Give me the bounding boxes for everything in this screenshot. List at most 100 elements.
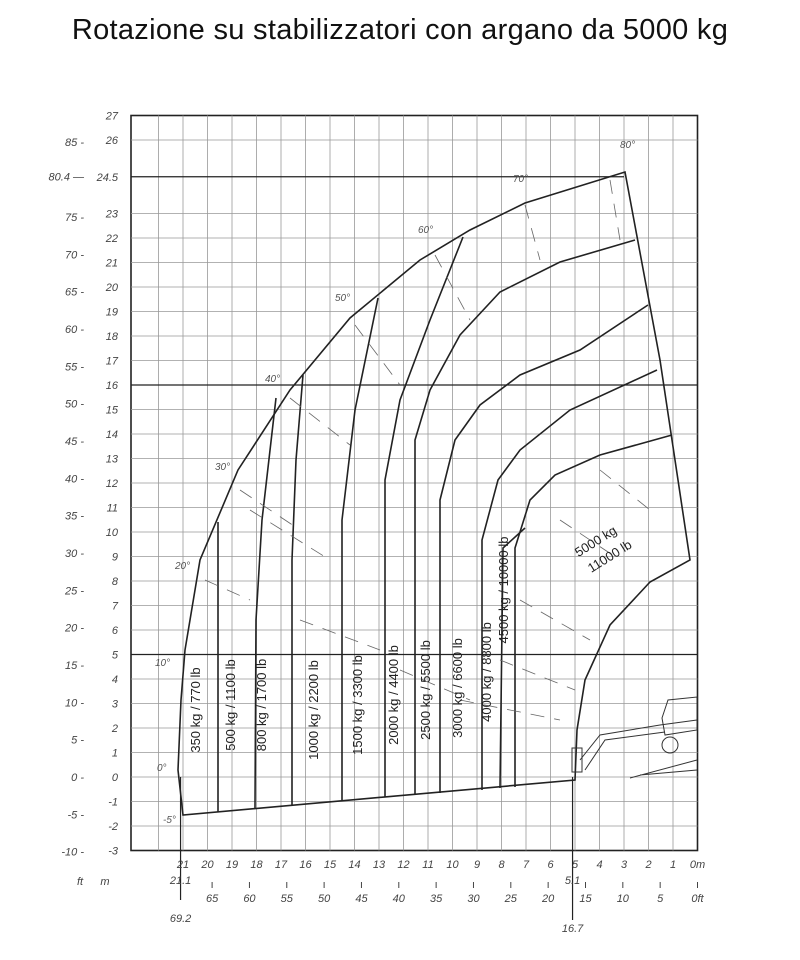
y-axis-ft-label: 75 - <box>65 212 84 224</box>
x-axis-m-label: 11 <box>422 859 433 871</box>
x-axis-ft-label: 65 <box>206 893 219 905</box>
y-axis-m-label: 26 <box>105 135 119 147</box>
y-axis-m-label: 16 <box>106 380 119 392</box>
angle-tick <box>354 324 401 386</box>
x-axis-m-label: 17 <box>275 859 288 871</box>
angle-tick <box>599 469 651 511</box>
y-axis-ft-label: 60 - <box>65 324 84 336</box>
angle-tick <box>399 669 471 701</box>
x-axis-m-label: 4 <box>596 859 602 871</box>
angle-tick <box>519 599 591 641</box>
y-axis-ft-label: 40 - <box>65 473 84 485</box>
y-axis-m-label: 24.5 <box>96 172 119 184</box>
y-axis-ft-label: 25 - <box>64 585 84 597</box>
y-axis-m-label: 4 <box>112 674 118 686</box>
y-axis-m-label: 14 <box>106 429 118 441</box>
x-axis-ft-label: 0ft <box>691 893 704 905</box>
angle-tick <box>559 519 621 561</box>
x-axis-m-label: 15 <box>324 859 337 871</box>
y-axis-ft-label: 15 - <box>65 660 84 672</box>
y-axis-ft-label: 50 - <box>65 399 84 411</box>
load-zone-label: 4500 kg / 10000 lb <box>496 537 511 644</box>
zone-line-2000 <box>384 236 464 797</box>
y-axis-ft-label: 45 - <box>65 436 84 448</box>
y-axis-m-label: 23 <box>105 209 119 221</box>
y-axis-m-label: 6 <box>112 625 119 637</box>
zone-line-3000 <box>439 304 649 793</box>
zone-line-2500 <box>414 239 636 795</box>
load-zone-label: 500 kg / 1100 lb <box>223 659 238 751</box>
y-axis-ft-label: 65 - <box>65 287 84 299</box>
load-zone-label: 350 kg / 770 lb <box>188 667 203 752</box>
angle-tick <box>289 397 351 446</box>
angle-tick <box>249 509 331 561</box>
y-axis-m-label: 17 <box>106 356 119 368</box>
min-reach-m: 5.1 <box>565 875 580 887</box>
x-axis-ft-label: 10 <box>617 893 630 905</box>
y-axis-m-label: 19 <box>106 307 118 319</box>
boom-angle-label: 80° <box>620 140 635 151</box>
y-axis-m-label: 8 <box>112 576 119 588</box>
zone-line-1500 <box>341 297 379 800</box>
angle-tick <box>524 204 541 261</box>
y-axis-m-label: 10 <box>106 527 119 539</box>
angle-tick <box>204 579 251 601</box>
boom-angle-label: 0° <box>157 763 167 774</box>
y-axis-m-label: 15 <box>106 405 119 417</box>
telehandler-icon <box>571 696 698 779</box>
x-axis-m-label: 1 <box>670 859 676 871</box>
load-zone-label: 2000 kg / 4400 lb <box>386 645 401 745</box>
x-axis-m-label: 10 <box>446 859 459 871</box>
y-axis-ft-label: -5 - <box>68 809 85 821</box>
angle-tick <box>239 489 301 531</box>
x-axis-ft-label: 5 <box>657 893 664 905</box>
x-axis-ft-label: 50 <box>318 893 331 905</box>
x-axis-m-label: 6 <box>547 859 554 871</box>
x-axis-m-label: 3 <box>621 859 628 871</box>
boom-angle-label: 30° <box>215 462 230 473</box>
y-axis-m-label: 21 <box>105 258 118 270</box>
y-axis-ft-label: 5 - <box>71 735 84 747</box>
angle-tick <box>434 254 471 321</box>
y-axis-m-label: 13 <box>106 454 119 466</box>
y-axis-ft-label: 85 - <box>65 137 84 149</box>
x-axis-m-label: 2 <box>644 859 651 871</box>
y-axis-m-label: 18 <box>106 331 119 343</box>
y-axis-m-label: -1 <box>108 797 118 809</box>
zone-line-1000 <box>291 374 304 805</box>
load-zone-label: 1500 kg / 3300 lb <box>350 655 365 755</box>
x-axis-ft-label: 15 <box>579 893 592 905</box>
chart-title: Rotazione su stabilizzatori con argano d… <box>71 14 729 46</box>
y-axis-m-label: 0 <box>112 772 119 784</box>
zone-line-800 <box>254 397 277 809</box>
x-axis-m-label: 0m <box>690 859 705 871</box>
y-axis-m-label: 12 <box>106 478 118 490</box>
x-axis-ft-label: 25 <box>504 893 518 905</box>
x-axis-m-label: 14 <box>348 859 360 871</box>
y-axis-m-label: 20 <box>105 282 119 294</box>
boom-angle-label: -5° <box>163 815 176 826</box>
boom-angle-label: 60° <box>418 225 433 236</box>
angle-tick <box>299 619 381 651</box>
x-axis-m-label: 9 <box>474 859 480 871</box>
zone-line-4500 <box>499 527 526 789</box>
y-axis-m-label: 9 <box>112 552 118 564</box>
x-axis-ft-label: 55 <box>281 893 294 905</box>
y-axis-m-label: -3 <box>108 846 119 858</box>
y-axis-m-label: 11 <box>107 503 118 515</box>
y-axis-ft-label: 0 - <box>71 772 84 784</box>
y-axis-ft-label: 55 - <box>65 361 84 373</box>
boom-angle-label: 20° <box>174 561 190 572</box>
max-reach-m: 21.1 <box>169 875 191 887</box>
load-zone-label: 4000 kg / 8800 lb <box>479 622 494 722</box>
load-zone-label: 1000 kg / 2200 lb <box>306 660 321 760</box>
boom-angle-label: 40° <box>265 374 280 385</box>
y-axis-ft-label: 80.4 — <box>49 172 85 184</box>
working-envelope <box>177 170 691 816</box>
x-axis-m-label: 20 <box>200 859 214 871</box>
x-axis-unit-ft: ft <box>77 876 84 888</box>
y-axis-m-label: 7 <box>112 601 119 613</box>
x-axis-unit-m: m <box>100 876 109 888</box>
y-axis-ft-label: 10 - <box>65 697 84 709</box>
